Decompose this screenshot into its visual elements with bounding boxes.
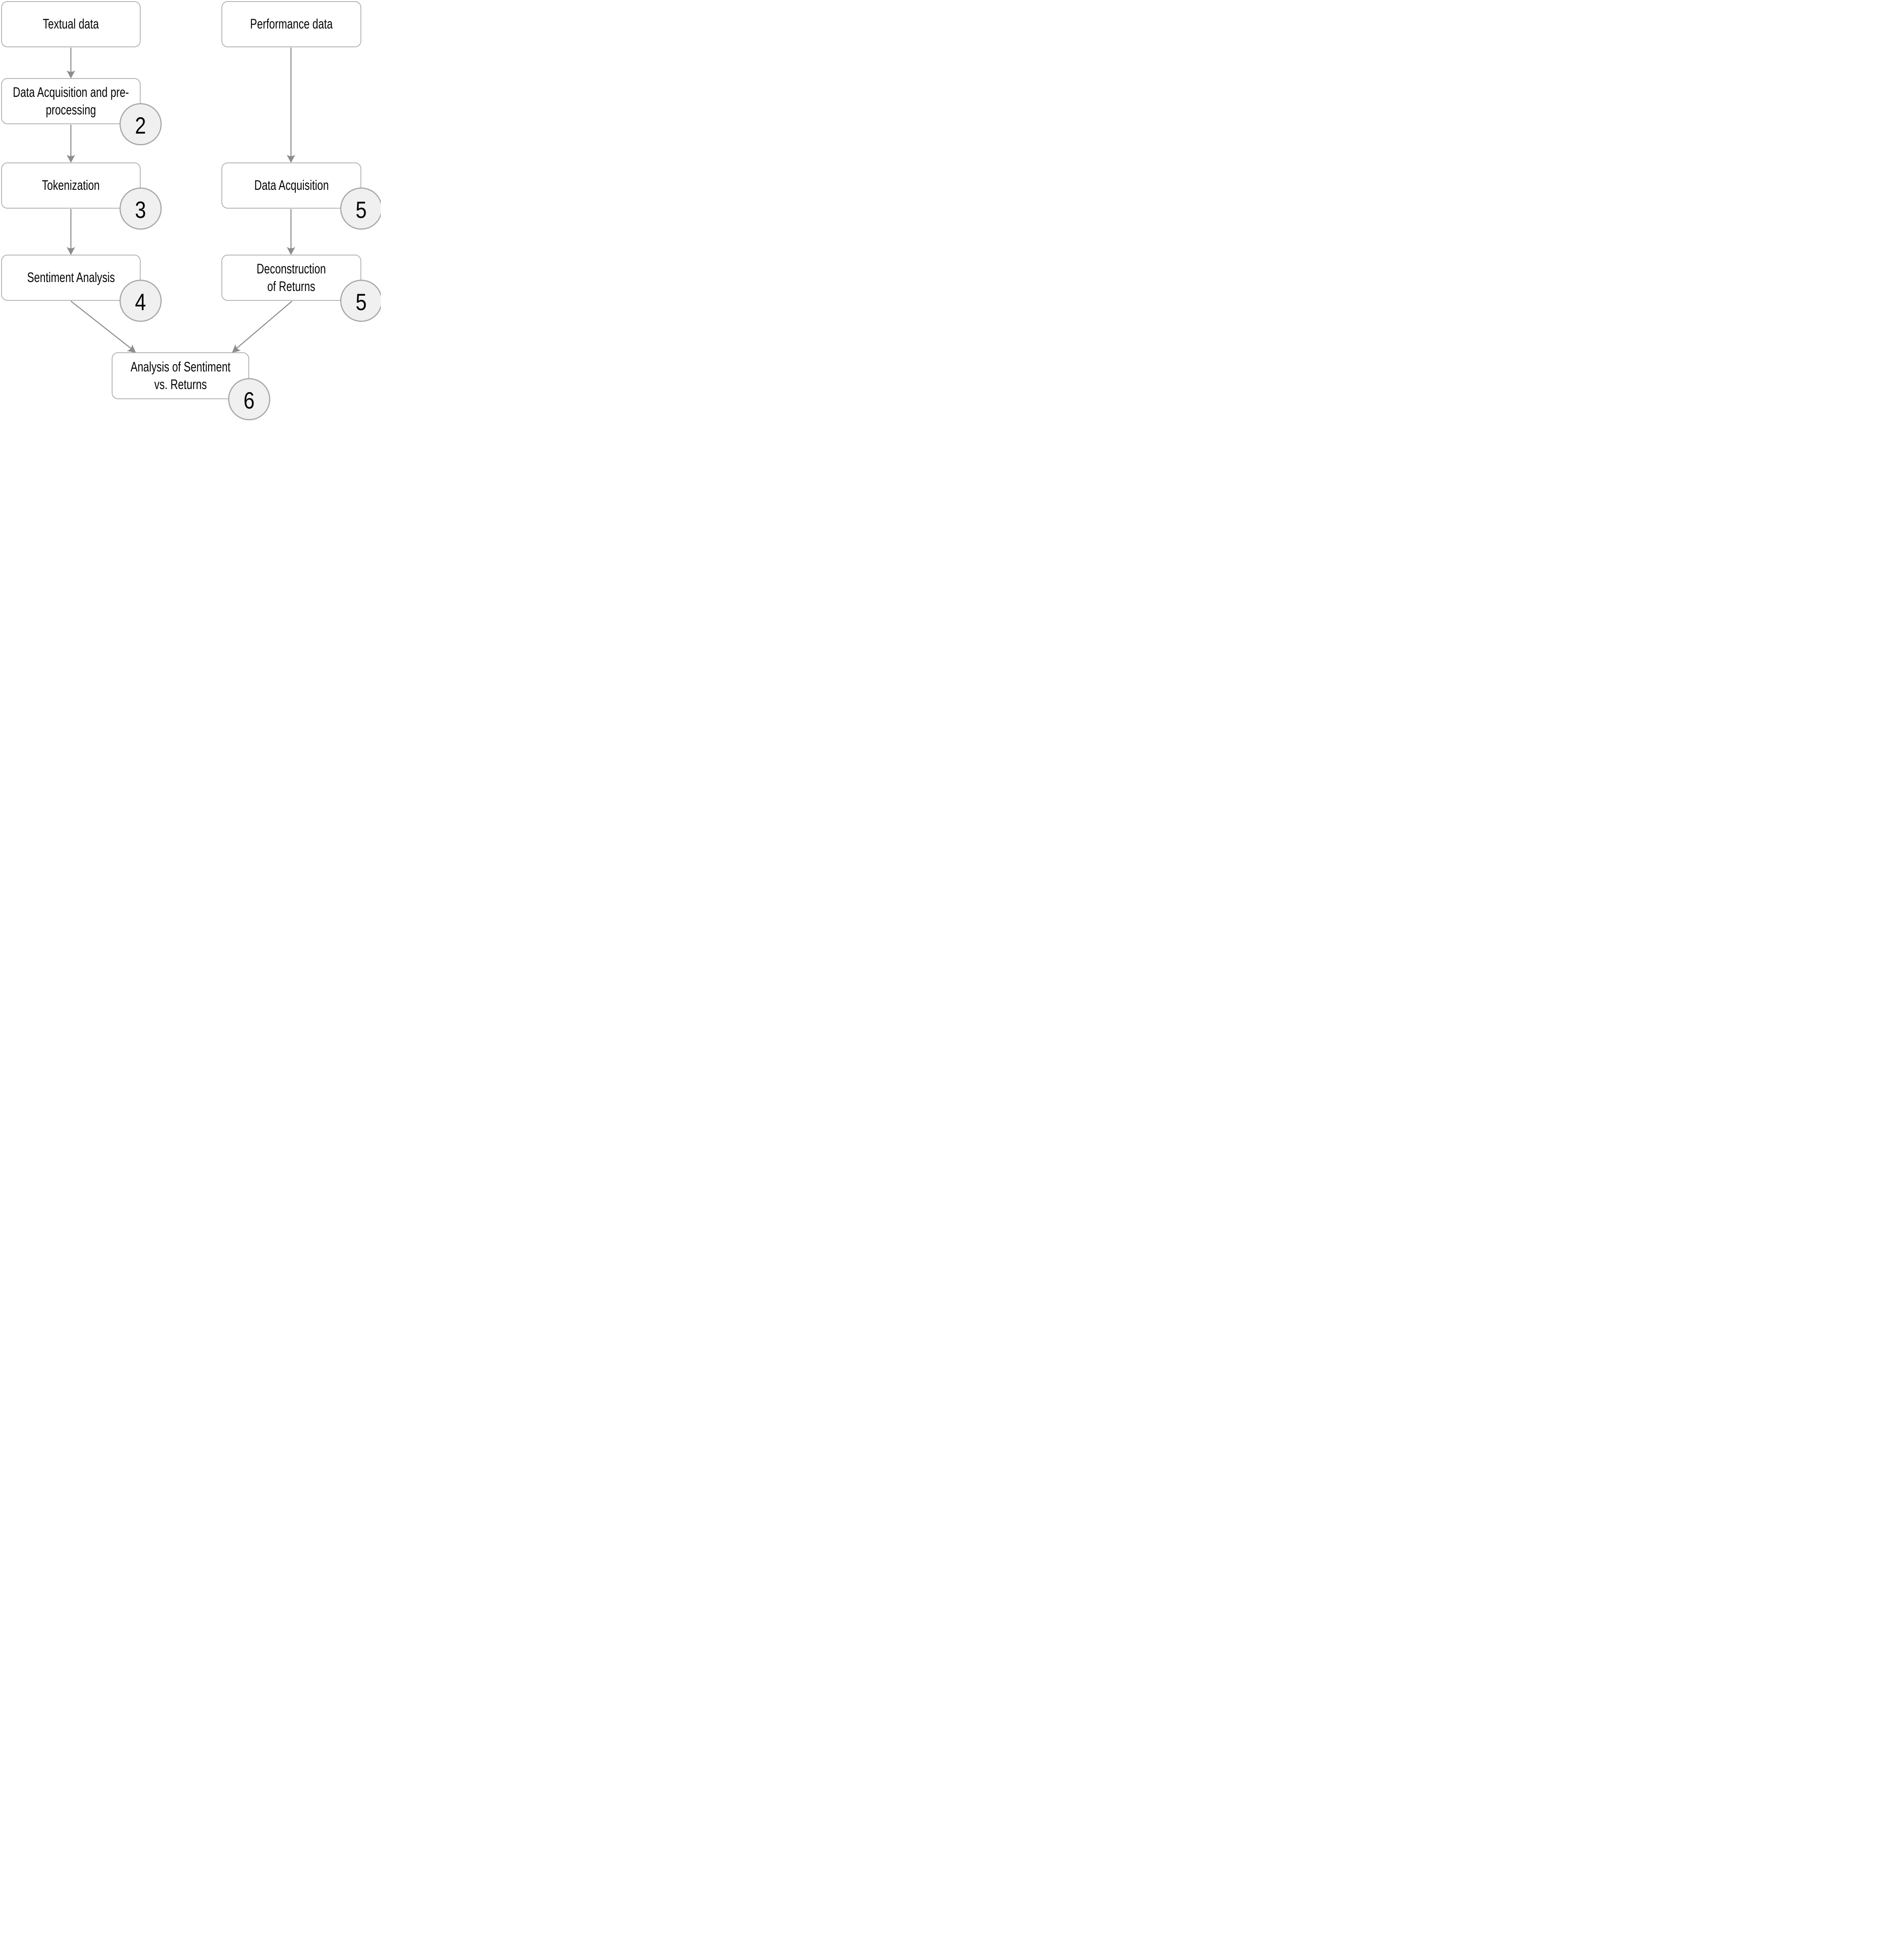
arrowhead bbox=[66, 70, 75, 79]
arrowhead bbox=[66, 155, 75, 163]
badge-6: 6 bbox=[228, 378, 270, 420]
badge-3: 3 bbox=[120, 187, 162, 230]
badge-5-deconstruction: 5 bbox=[340, 280, 381, 322]
badge-number: 5 bbox=[355, 289, 367, 315]
node-label-line: Textual data bbox=[43, 16, 99, 32]
node-label-line: Data Acquisition and pre- bbox=[12, 84, 129, 100]
badge-2: 2 bbox=[120, 103, 162, 145]
node-label-line: Sentiment Analysis bbox=[27, 270, 115, 286]
node-label: Data Acquisition and pre- processing bbox=[13, 84, 129, 119]
node-analysis-of-sentiment-vs-returns: Analysis of Sentiment vs. Returns bbox=[112, 352, 249, 399]
badge-number: 3 bbox=[135, 196, 146, 223]
node-label: Analysis of Sentiment vs. Returns bbox=[130, 358, 230, 394]
edge-line bbox=[236, 301, 293, 349]
node-label: Data Acquisition bbox=[254, 177, 329, 195]
edge-performance-data-to-data-acquisition bbox=[287, 48, 295, 163]
node-label-line: vs. Returns bbox=[154, 377, 207, 392]
node-label-line: Analysis of Sentiment bbox=[130, 359, 230, 375]
arrowhead bbox=[287, 155, 295, 163]
node-label-line: Performance data bbox=[250, 16, 333, 32]
node-label-line: Tokenization bbox=[42, 178, 100, 193]
node-label: Textual data bbox=[43, 15, 99, 33]
node-data-acq-pre: Data Acquisition and pre- processing bbox=[1, 78, 141, 124]
node-label-line: Deconstruction bbox=[257, 261, 326, 277]
node-tokenization: Tokenization bbox=[1, 162, 141, 209]
badge-number: 2 bbox=[135, 112, 146, 139]
node-label-line: Data Acquisition bbox=[254, 178, 329, 193]
edge-tokenization-to-sentiment-analysis bbox=[66, 209, 75, 255]
badge-4: 4 bbox=[120, 280, 162, 322]
edges-layer bbox=[66, 48, 295, 353]
edge-data-acq-pre-to-tokenization bbox=[66, 125, 75, 163]
edge-textual-data-to-data-acq-pre bbox=[66, 48, 75, 79]
badge-5-data-acquisition: 5 bbox=[340, 187, 381, 230]
edge-data-acquisition-to-deconstruction bbox=[287, 209, 295, 255]
flowchart-canvas: Textual data Data Acquisition and pre- p… bbox=[0, 0, 381, 421]
node-textual-data: Textual data bbox=[1, 1, 141, 47]
node-label: Sentiment Analysis bbox=[27, 269, 115, 287]
edge-line bbox=[70, 300, 132, 350]
arrowhead bbox=[66, 247, 75, 255]
node-label-line: processing bbox=[46, 102, 96, 118]
badge-number: 6 bbox=[243, 387, 255, 414]
node-label: Deconstruction of Returns bbox=[257, 260, 326, 296]
node-label: Performance data bbox=[250, 15, 332, 33]
node-data-acquisition: Data Acquisition bbox=[221, 162, 361, 209]
edge-deconstruction-to-analysis-vs-returns bbox=[232, 301, 293, 353]
node-sentiment-analysis: Sentiment Analysis bbox=[1, 255, 141, 301]
edge-sentiment-analysis-to-analysis-vs-returns bbox=[70, 300, 136, 353]
arrowhead bbox=[127, 344, 136, 353]
arrowhead bbox=[232, 344, 241, 353]
badge-number: 5 bbox=[355, 196, 367, 223]
node-label: Tokenization bbox=[42, 177, 100, 195]
badge-number: 4 bbox=[135, 289, 146, 315]
node-deconstruction-of-returns: Deconstruction of Returns bbox=[221, 255, 361, 301]
arrowhead bbox=[287, 247, 295, 255]
node-performance-data: Performance data bbox=[221, 1, 361, 47]
node-label-line: of Returns bbox=[267, 279, 316, 294]
